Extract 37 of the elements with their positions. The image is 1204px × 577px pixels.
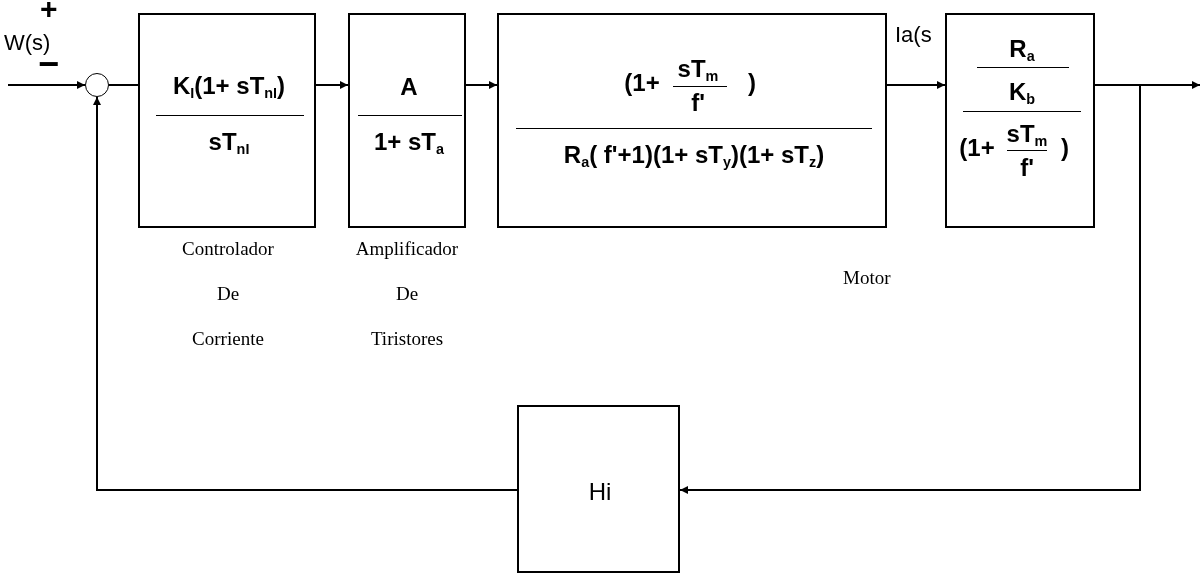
block-caption: Motor	[843, 268, 891, 287]
block-caption: De	[395, 283, 419, 305]
block-caption: Controlador	[182, 238, 274, 260]
formula-text: f'	[1020, 156, 1034, 180]
summing-junction	[85, 73, 109, 97]
sign-label: +	[40, 0, 58, 24]
formula-text: K$_{I}$(1+ sT$_{nI}$)	[172, 73, 286, 101]
feedback-block	[517, 405, 680, 573]
transfer-function-block	[138, 13, 316, 228]
formula-text: R$_{a}$( f'+1)(1+ sT$_{y}$)(1+ sT$_{z}$)	[563, 142, 825, 170]
formula-text: sT$_{nI}$	[208, 129, 250, 157]
formula-text: 1+ sT$_{a}$	[373, 129, 445, 157]
signal-label: Ia(s	[895, 24, 932, 46]
formula-text: Hi	[588, 480, 612, 504]
signal-arrow	[886, 81, 946, 89]
signal-arrow	[93, 96, 518, 491]
block-caption: Amplificador	[355, 238, 459, 260]
signal-arrow	[7, 81, 86, 89]
transfer-function-block	[497, 13, 887, 228]
formula-text: (1+	[959, 136, 995, 160]
formula-text: (1+	[624, 71, 660, 95]
block-caption: Tiristores	[370, 328, 444, 350]
signal-arrow	[465, 81, 498, 89]
formula-text: K$_{b}$	[1008, 79, 1036, 107]
transfer-function-block	[945, 13, 1095, 228]
signal-arrow	[679, 84, 1141, 494]
formula-text: sT$_{m}$	[1006, 121, 1048, 149]
formula-text: R$_{a}$	[1009, 36, 1035, 64]
formula-text: sT$_{m}$	[677, 56, 719, 84]
formula-text: f'	[691, 91, 705, 115]
formula-text: A	[400, 75, 418, 99]
signal-arrow	[315, 81, 349, 89]
transfer-function-block	[348, 13, 466, 228]
block-caption: Corriente	[192, 328, 264, 350]
formula-text: )	[1061, 136, 1069, 160]
block-caption: De	[216, 283, 240, 305]
formula-text: )	[748, 71, 756, 95]
